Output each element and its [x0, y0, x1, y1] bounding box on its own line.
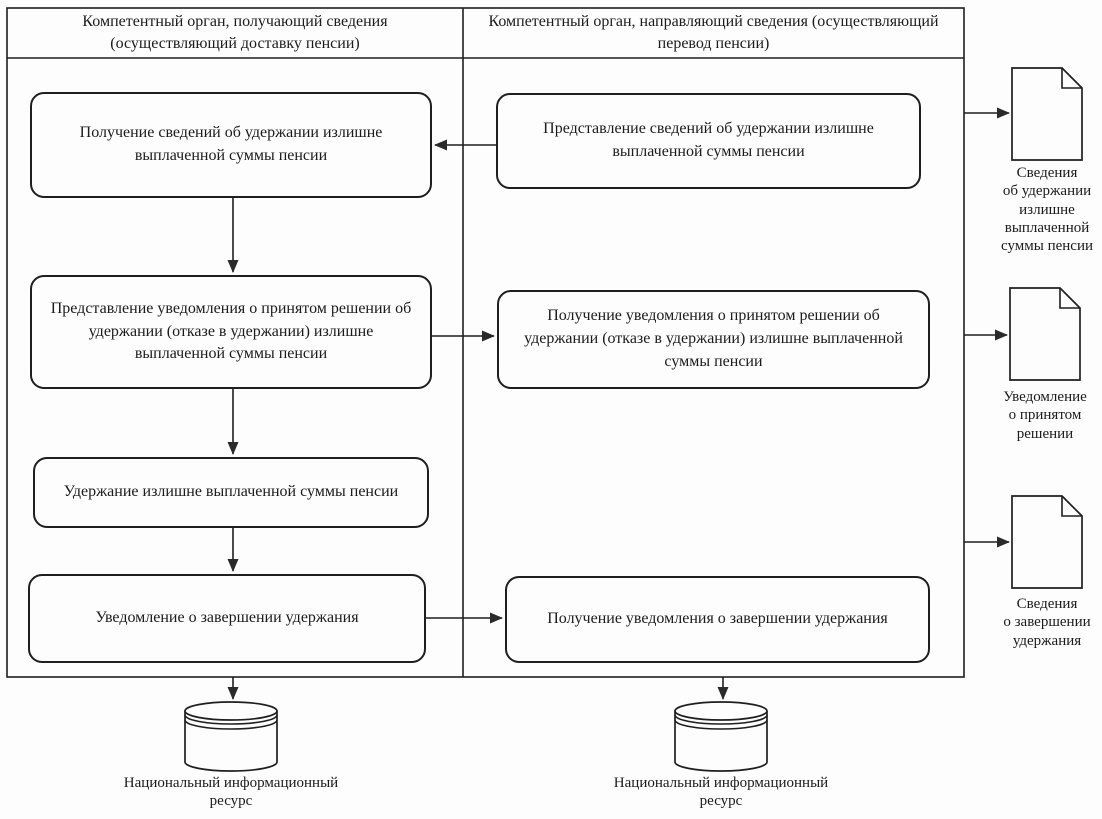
process-box-right-2: Получение уведомления о принятом решении… [497, 290, 930, 389]
process-box-left-3: Удержание излишне выплаченной суммы пенс… [33, 457, 429, 528]
database-icon-right [674, 701, 768, 772]
process-box-left-4: Уведомление о завершении удержания [28, 574, 426, 663]
document-label-3: Сведения о завершении удержания [1003, 596, 1091, 649]
process-box-right-1: Представление сведений об удержании изли… [496, 93, 921, 189]
database-icon-left [184, 701, 278, 772]
document-icon-2 [1009, 287, 1081, 381]
process-box-right-3: Получение уведомления о завершении удерж… [505, 576, 930, 663]
database-label-right: Национальный информационный ресурс [613, 775, 829, 810]
process-box-left-1: Получение сведений об удержании излишне … [30, 92, 432, 198]
lane-header-receiving-authority: Компетентный орган, получающий сведения … [82, 13, 388, 52]
document-label-2: Уведомление о принятом решении [1003, 389, 1087, 442]
document-label-1: Сведения об удержании излишне выплаченно… [1001, 165, 1093, 255]
database-label-left: Национальный информационный ресурс [123, 775, 339, 810]
swimlane-frame [6, 7, 965, 678]
process-box-left-2: Представление уведомления о принятом реш… [30, 275, 432, 389]
document-icon-3 [1011, 495, 1083, 589]
lane-header-sending-authority: Компетентный орган, направляющий сведени… [488, 13, 939, 52]
document-icon-1 [1011, 67, 1083, 161]
